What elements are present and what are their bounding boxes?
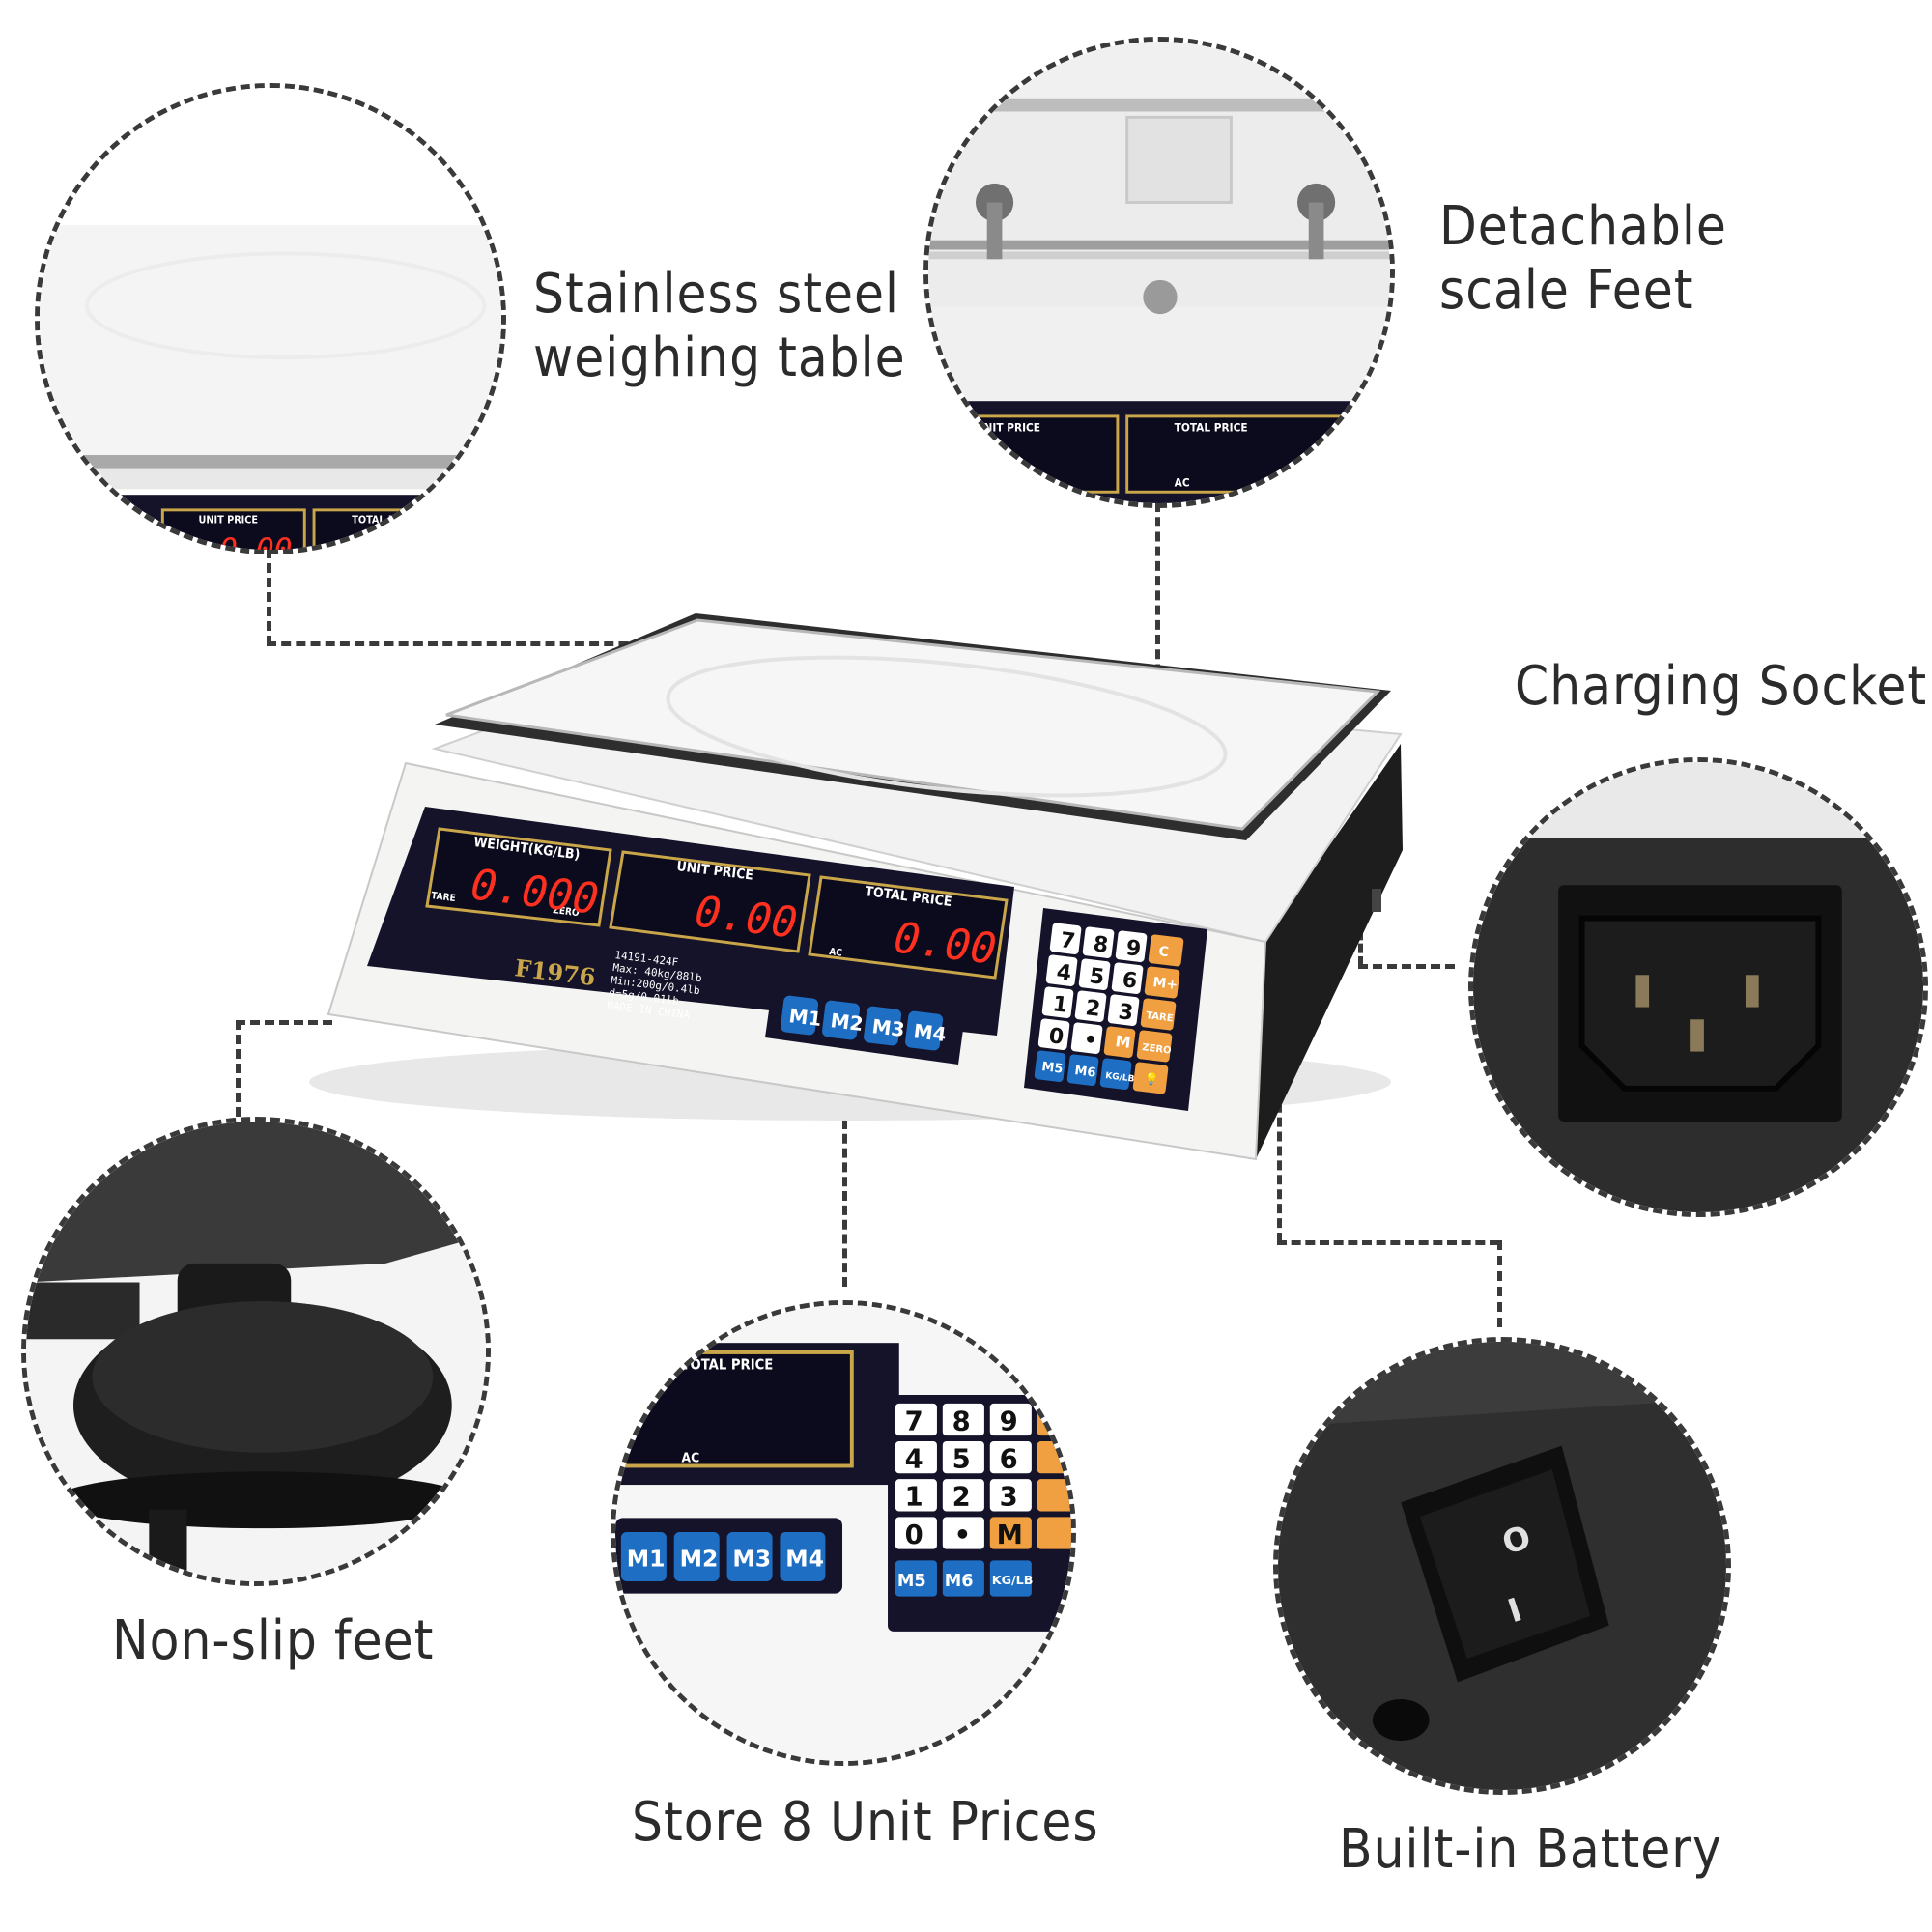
- key-m-plus[interactable]: M+: [1152, 975, 1179, 993]
- key-4[interactable]: 4: [1055, 960, 1072, 986]
- zero-indicator: ZERO: [553, 905, 581, 919]
- key-0[interactable]: 0: [1047, 1024, 1065, 1050]
- zoom-key-m3[interactable]: M3: [732, 1545, 771, 1572]
- leader-line-nonslip-v: [236, 1020, 241, 1117]
- zoom-key-m2[interactable]: M2: [680, 1545, 719, 1572]
- leader-line-battery-v: [1277, 1045, 1282, 1242]
- tare-indicator: TARE: [431, 891, 457, 904]
- leader-line-memory: [842, 1034, 847, 1287]
- leader-line-socket-drop: [1358, 918, 1363, 966]
- leader-line-table-vertical: [267, 549, 271, 645]
- zoom-key-3[interactable]: 3: [1000, 1483, 1018, 1513]
- zoom-key-1[interactable]: 1: [905, 1483, 923, 1513]
- feet-callout-total-price-title: TOTAL PRICE: [1175, 421, 1248, 435]
- label-stainless-steel-table: Stainless steel weighing table: [533, 263, 906, 389]
- key-zero[interactable]: ZERO: [1142, 1042, 1172, 1057]
- ac-indicator: AC: [829, 947, 843, 959]
- feet-callout-ac: AC: [1175, 475, 1190, 489]
- zoom-key-0[interactable]: 0: [905, 1520, 923, 1550]
- key-m3[interactable]: M3: [870, 1014, 906, 1041]
- callout-stainless-table: UNIT PRICE TOTAL PRICE 0.00: [35, 83, 506, 554]
- zoom-key-6[interactable]: 6: [1000, 1444, 1018, 1474]
- side-socket-icon: [1372, 889, 1381, 912]
- key-light-icon[interactable]: 💡: [1144, 1071, 1160, 1087]
- leader-line-table-horizontal: [267, 641, 672, 646]
- zoom-key-2[interactable]: 2: [952, 1483, 971, 1513]
- key-m[interactable]: M: [1115, 1032, 1132, 1052]
- callout-memory-keys: TOTAL PRICE AC M1 M2 M3 M4: [611, 1300, 1076, 1766]
- callout-detachable-feet: UNIT PRICE TOTAL PRICE AC: [923, 37, 1395, 508]
- key-1[interactable]: 1: [1051, 992, 1068, 1018]
- leader-line-nonslip-h: [236, 1020, 332, 1025]
- zoom-key-5[interactable]: 5: [952, 1444, 971, 1474]
- key-2[interactable]: 2: [1084, 996, 1101, 1022]
- key-m2[interactable]: M2: [829, 1009, 865, 1036]
- callout-unit-price-readout: 0.00: [219, 532, 292, 550]
- key-tare[interactable]: TARE: [1146, 1010, 1175, 1024]
- zoom-key-m5[interactable]: M5: [897, 1572, 926, 1591]
- zoom-key-9[interactable]: 9: [1000, 1406, 1018, 1436]
- zoom-key-m1[interactable]: M1: [627, 1545, 666, 1572]
- key-6[interactable]: 6: [1121, 968, 1138, 994]
- zoom-total-price-title: TOTAL PRICE: [682, 1357, 774, 1374]
- label-detachable-feet: Detachable scale Feet: [1439, 195, 1727, 322]
- label-charging-socket: Charging Socket: [1515, 655, 1928, 718]
- key-m4[interactable]: M4: [912, 1019, 948, 1046]
- key-7[interactable]: 7: [1059, 928, 1076, 954]
- zoom-ac-indicator: AC: [682, 1451, 700, 1466]
- zoom-key-8[interactable]: 8: [952, 1406, 971, 1436]
- label-non-slip-feet: Non-slip feet: [112, 1609, 435, 1672]
- zoom-key-m[interactable]: M: [997, 1520, 1023, 1550]
- key-m1[interactable]: M1: [787, 1004, 823, 1031]
- key-dot[interactable]: •: [1082, 1028, 1098, 1054]
- scale-foot-center-icon: [1143, 279, 1178, 315]
- callout-power-switch: O I: [1273, 1337, 1731, 1795]
- key-m6[interactable]: M6: [1074, 1064, 1097, 1081]
- callout-unit-price-title: UNIT PRICE: [199, 514, 258, 526]
- key-m5[interactable]: M5: [1041, 1060, 1065, 1077]
- key-9[interactable]: 9: [1124, 936, 1142, 962]
- leader-line-socket: [1358, 964, 1455, 969]
- callout-non-slip-feet: [21, 1117, 491, 1586]
- zoom-key-m6[interactable]: M6: [945, 1572, 974, 1591]
- key-kg-lb[interactable]: KG/LB: [1105, 1071, 1135, 1085]
- key-c[interactable]: C: [1158, 944, 1170, 960]
- zoom-key-7[interactable]: 7: [905, 1406, 923, 1436]
- zoom-key-kg-lb[interactable]: KG/LB: [992, 1574, 1034, 1588]
- iec-power-socket-icon: [1578, 915, 1822, 1092]
- keypad-main: 7 8 9 4 5 6 1 2 3 0 • C M+ TARE M ZERO M…: [1034, 923, 1184, 1094]
- memory-keys-main: M1 M2 M3 M4: [781, 995, 948, 1051]
- key-5[interactable]: 5: [1088, 964, 1105, 990]
- dc-hole-icon: [1372, 1699, 1430, 1742]
- leader-line-battery-v2: [1497, 1240, 1502, 1327]
- zoom-key-dot[interactable]: •: [954, 1520, 972, 1550]
- battery-cover-icon: [1125, 115, 1233, 204]
- label-built-in-battery: Built-in Battery: [1339, 1818, 1722, 1881]
- callout-charging-socket: [1468, 757, 1928, 1217]
- zoom-key-4[interactable]: 4: [905, 1444, 923, 1474]
- zoom-key-m4[interactable]: M4: [785, 1545, 824, 1572]
- feet-callout-unit-price-title: UNIT PRICE: [976, 421, 1040, 435]
- leader-line-battery-h: [1277, 1240, 1499, 1245]
- key-3[interactable]: 3: [1117, 1000, 1134, 1026]
- key-8[interactable]: 8: [1092, 932, 1109, 958]
- label-store-unit-prices: Store 8 Unit Prices: [632, 1791, 1099, 1854]
